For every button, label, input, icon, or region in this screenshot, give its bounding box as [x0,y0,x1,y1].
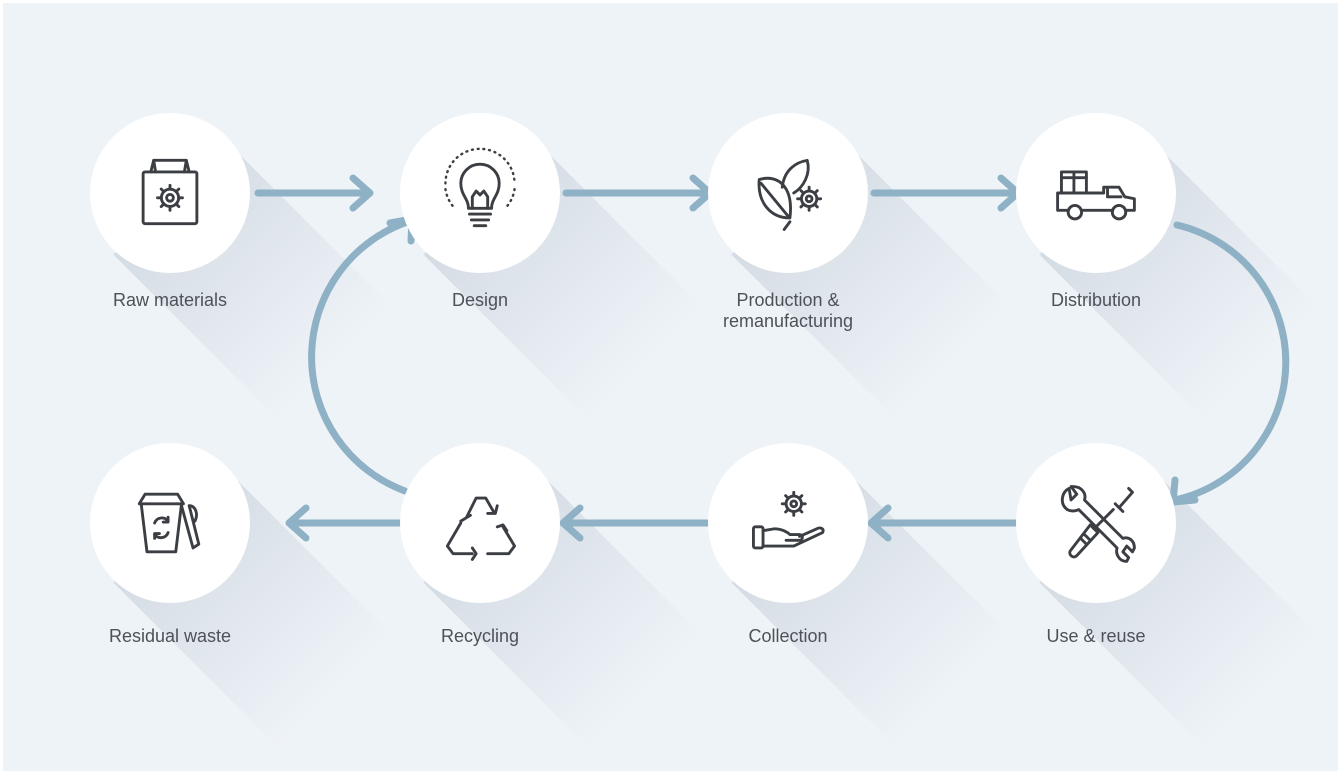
step-collection [708,443,868,603]
step-production [708,113,868,273]
arrowhead [349,174,374,212]
wrench-screwdriver-icon [1060,485,1136,563]
flow-arrows [254,174,1290,542]
arrowhead [559,504,584,542]
step-raw-materials [90,113,250,273]
step-design [400,113,560,273]
circular-economy-diagram: Raw materials Design Production & remanu… [3,3,1338,771]
step-recycling [400,443,560,603]
step-label: Distribution [1050,290,1142,310]
step-label: Recycling [440,626,520,646]
truck-icon [1056,170,1136,221]
arrow-distribution-to-use [1171,221,1290,504]
lightbulb-icon [444,147,516,228]
step-use-reuse [1016,443,1176,603]
step-label: Use & reuse [1046,626,1146,646]
arrow-recycling-to-design [308,217,414,495]
arrowhead [285,504,310,542]
step-label: Collection [748,626,828,646]
step-label: Production & remanufacturing [722,290,854,331]
hand-gear-icon [752,490,825,550]
box-gear-icon [141,158,199,226]
arrowhead [1169,476,1199,506]
step-label: Residual waste [108,626,232,646]
recycle-icon [445,496,516,561]
step-residual-waste [90,443,250,603]
arrowhead [867,504,892,542]
step-label: Raw materials [112,290,228,310]
step-distribution [1016,113,1176,273]
leaves-gear-icon [757,158,823,231]
recycle-bin-icon [137,492,201,554]
step-label: Design [451,290,509,310]
